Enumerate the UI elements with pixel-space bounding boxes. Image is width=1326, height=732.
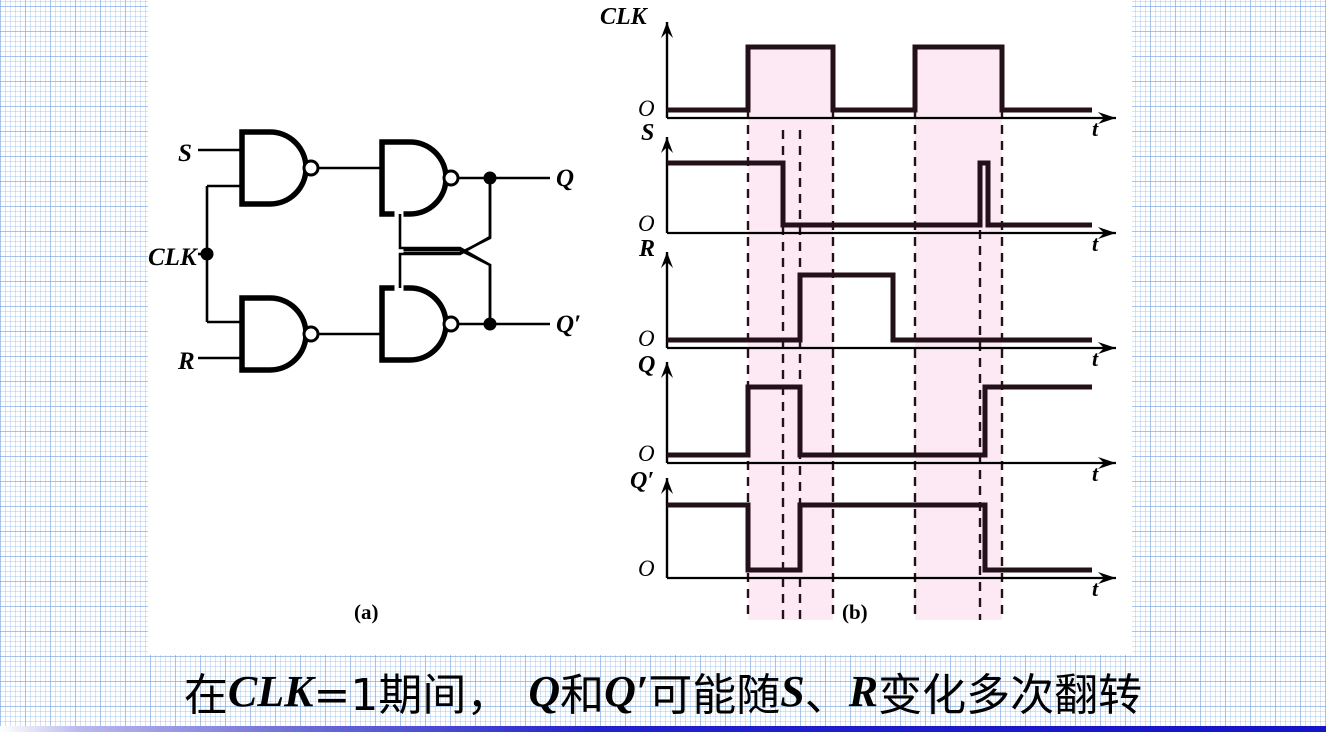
nand-gate-3 — [379, 139, 460, 217]
axis-q — [661, 362, 1116, 469]
caption-part-clk: CLK — [227, 666, 314, 716]
axis-qprime — [661, 478, 1116, 584]
caption-part-qprime: Q′ — [604, 666, 649, 716]
caption-part-r: R — [848, 666, 879, 716]
caption-part-3: =1期间， — [313, 670, 511, 721]
waveform-q — [667, 384, 1092, 458]
bottom-accent-bar — [0, 726, 1326, 732]
junction-dot-clk — [200, 247, 214, 261]
caption-part-5: 和 — [560, 670, 605, 721]
clk-high-shaded-bands — [748, 45, 1002, 620]
waveform-clk — [667, 44, 1092, 113]
axis-clk — [661, 22, 1116, 124]
nand-gate-2 — [239, 295, 320, 373]
junction-dot-q — [483, 171, 497, 185]
waveform-r — [667, 272, 1092, 343]
caption-part-s: S — [780, 666, 805, 716]
timing-waveform-diagram — [661, 22, 1116, 620]
waveform-qprime — [667, 502, 1092, 573]
caption-part-q: Q — [528, 666, 561, 716]
waveform-s — [667, 160, 1092, 228]
logic-circuit-diagram — [198, 129, 550, 373]
caption-part-11: 变化多次翻转 — [878, 670, 1143, 721]
caption-part-9: 、 — [804, 670, 849, 721]
junction-dot-qprime — [483, 317, 497, 331]
axis-s — [661, 137, 1116, 239]
caption-part-1: 在 — [183, 670, 228, 721]
nand-gate-4 — [379, 285, 460, 363]
axis-r — [661, 252, 1116, 354]
caption-part-7: 可能随 — [648, 670, 781, 721]
